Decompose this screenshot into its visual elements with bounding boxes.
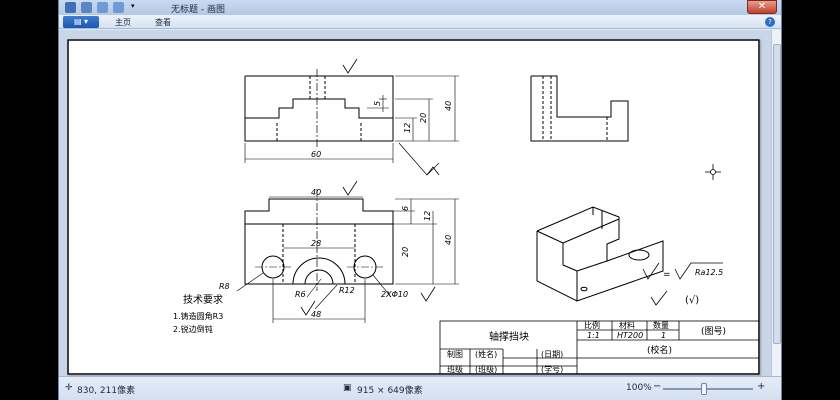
file-menu-button[interactable]: ▤ ▾ bbox=[63, 16, 99, 28]
side-view bbox=[530, 75, 629, 142]
engineering-drawing: 60 40 5 12 20 40 6 28 12 20 40 R8 R6 R12… bbox=[67, 39, 760, 375]
help-icon[interactable]: ? bbox=[765, 17, 775, 27]
redo-icon[interactable] bbox=[113, 2, 124, 13]
scale-value: 1:1 bbox=[587, 331, 600, 340]
cursor-position: 830, 211像素 bbox=[77, 386, 136, 396]
tech-req-item-2: 2.锐边倒钝 bbox=[173, 324, 213, 334]
material-value: HT200 bbox=[617, 331, 643, 340]
dim-6: 6 bbox=[401, 206, 410, 211]
scrollbar-thumb[interactable] bbox=[773, 44, 781, 344]
drawing-border bbox=[67, 39, 760, 375]
ribbon: ▤ ▾ 主页 查看 ? bbox=[59, 15, 781, 29]
title-bar: ▾ 无标题 - 画图 ✕ bbox=[59, 0, 781, 15]
drawing-number: (图号) bbox=[701, 326, 726, 337]
drawn-by-label: 制图 bbox=[447, 349, 463, 359]
window-title: 无标题 - 画图 bbox=[171, 5, 225, 15]
header-material: 材料 bbox=[619, 320, 635, 330]
zoom-level: 100% bbox=[626, 383, 652, 393]
close-button[interactable]: ✕ bbox=[747, 0, 777, 14]
dim-holes: 2XΦ10 bbox=[381, 290, 408, 299]
school-name: (校名) bbox=[647, 344, 672, 356]
image-size-icon: ▣ bbox=[343, 383, 352, 393]
zoom-slider-thumb[interactable] bbox=[701, 383, 707, 395]
isometric-view bbox=[536, 206, 664, 302]
dim-60: 60 bbox=[311, 150, 321, 159]
dim-5: 5 bbox=[373, 101, 382, 106]
dim-28: 28 bbox=[311, 239, 321, 248]
app-menu-icon[interactable] bbox=[65, 2, 76, 13]
undo-icon[interactable] bbox=[97, 2, 108, 13]
zoom-slider-track[interactable] bbox=[663, 388, 753, 390]
dim-40-front: 40 bbox=[444, 101, 453, 111]
zoom-out-icon[interactable]: − bbox=[653, 381, 662, 392]
dim-20-top: 20 bbox=[401, 247, 410, 257]
title-block bbox=[439, 320, 760, 375]
dim-48: 48 bbox=[311, 310, 321, 319]
tech-req-title: 技术要求 bbox=[183, 293, 223, 306]
dim-40-side: 40 bbox=[444, 235, 453, 245]
class-field: (班级) bbox=[475, 364, 497, 374]
name-field: (姓名) bbox=[475, 349, 497, 359]
status-bar: ✛ 830, 211像素 ▣ 915 × 649像素 100% − + bbox=[59, 376, 781, 400]
front-view bbox=[244, 58, 459, 176]
dim-40-top: 40 bbox=[311, 188, 321, 197]
class-label: 班级 bbox=[447, 364, 463, 374]
dim-r6: R6 bbox=[295, 290, 306, 299]
student-number-field: (学号) bbox=[541, 364, 563, 374]
tab-view[interactable]: 查看 bbox=[155, 18, 171, 27]
check-mark: (√) bbox=[685, 295, 699, 306]
zoom-in-icon[interactable]: + bbox=[757, 381, 766, 392]
dim-20: 20 bbox=[419, 113, 428, 123]
top-view bbox=[236, 180, 459, 323]
header-quantity: 数量 bbox=[653, 320, 669, 330]
paint-window: ▾ 无标题 - 画图 ✕ ▤ ▾ 主页 查看 ? bbox=[58, 0, 782, 400]
crosshair-cursor-icon bbox=[705, 164, 721, 180]
part-name: 轴撑挡块 bbox=[489, 330, 529, 343]
roughness-equals: = bbox=[663, 270, 671, 280]
canvas-area: 60 40 5 12 20 40 6 28 12 20 40 R8 R6 R12… bbox=[59, 30, 773, 376]
cursor-position-icon: ✛ bbox=[65, 383, 73, 393]
quantity-value: 1 bbox=[661, 331, 666, 340]
tab-home[interactable]: 主页 bbox=[115, 18, 131, 27]
quick-access-dropdown-icon[interactable]: ▾ bbox=[131, 2, 135, 10]
dim-12-top: 12 bbox=[423, 211, 432, 221]
header-scale: 比例 bbox=[584, 320, 600, 330]
dim-r8: R8 bbox=[219, 282, 230, 291]
roughness-value: Ra12.5 bbox=[695, 268, 723, 277]
vertical-scrollbar[interactable] bbox=[771, 30, 781, 376]
drawing-canvas[interactable]: 60 40 5 12 20 40 6 28 12 20 40 R8 R6 R12… bbox=[67, 39, 760, 375]
tech-req-item-1: 1.铸造圆角R3 bbox=[173, 311, 223, 321]
image-size: 915 × 649像素 bbox=[357, 386, 423, 396]
save-icon[interactable] bbox=[81, 2, 92, 13]
dim-12: 12 bbox=[403, 123, 412, 133]
roughness-legend bbox=[642, 262, 723, 306]
date-field: (日期) bbox=[541, 350, 563, 359]
dim-r12: R12 bbox=[339, 286, 355, 295]
